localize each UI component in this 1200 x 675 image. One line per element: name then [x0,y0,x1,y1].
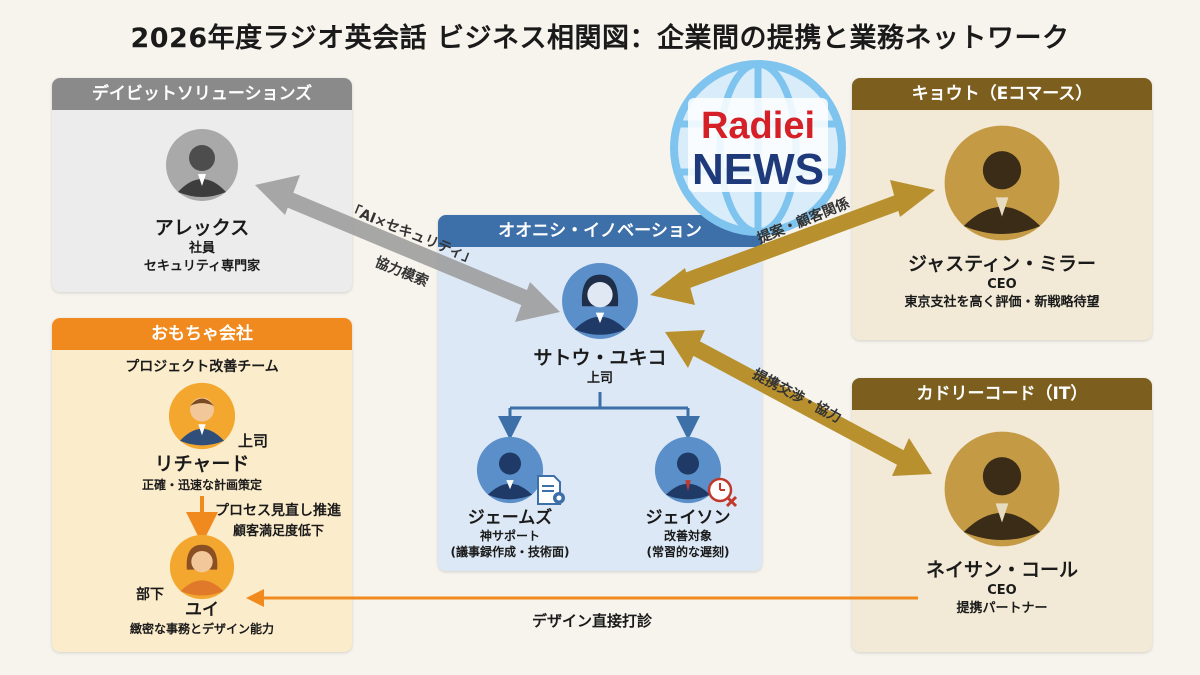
arrow-sato-nathan [665,330,932,476]
avatar-male-icon [168,382,236,450]
person-role: 改善対象 [663,529,712,543]
avatar-male-icon [654,436,722,504]
person-name: ジェームズ [467,508,553,528]
avatar-male-icon [944,125,1060,241]
person-description: 東京支社を高く評価・新戦略待望 [904,295,1100,310]
document-gear-icon [537,475,565,505]
person-james: ジェームズ 神サポート (議事録作成・技術面) [430,436,590,560]
radiei-news-logo [670,60,846,236]
person-role: CEO [987,277,1017,292]
person-role: 神サポート [479,529,540,543]
avatar-male-icon [944,431,1060,547]
avatar-male-icon [166,129,238,201]
richard-role-label: 上司 [238,432,269,450]
avatar-female-icon [562,263,638,339]
late-clock-icon [707,477,738,508]
person-role: 上司 [586,371,613,386]
person-name: ジェイソン [645,508,731,528]
logo-text-news: NEWS [692,145,824,194]
arrow-nathan-yui [246,589,918,607]
person-richard: リチャード 正確・迅速な計画策定 [112,382,292,494]
org-tree-lines [498,392,700,440]
person-yui: ユイ 緻密な事務とデザイン能力 [112,534,292,638]
person-nathan-cole: ネイサン・コール CEO 提携パートナー [852,430,1152,618]
yui-role-label: 部下 [136,587,164,603]
avatar-male-icon [476,436,544,504]
panel-header: キョウト（Eコマース） [852,78,1152,110]
person-description: 提携パートナー [956,601,1048,616]
person-alex: アレックス 社員 セキュリティ専門家 [112,128,292,276]
person-name: ユイ [185,600,219,620]
relation-label-process: プロセス見直し推進 [215,503,341,519]
person-sato-yukiko: サトウ・ユキコ 上司 [510,262,690,388]
person-name: ジャスティン・ミラー [908,253,1096,275]
relation-label-design: デザイン直接打診 [532,612,653,630]
logo-text-radiei: Radiei [701,105,815,147]
team-label: プロジェクト改善チーム [125,359,279,375]
person-justin-miller: ジャスティン・ミラー CEO 東京支社を高く評価・新戦略待望 [852,124,1152,312]
person-name: リチャード [154,453,250,475]
arrow-sato-justin [650,180,935,305]
person-description: 正確・迅速な計画策定 [141,478,262,492]
person-description: (議事録作成・技術面) [450,545,570,559]
panel-header: カドリーコード（IT） [852,378,1152,410]
person-name: サトウ・ユキコ [533,347,667,369]
person-description: (常習的な遅刻) [646,545,730,559]
relation-label-satisfaction: 顧客満足度低下 [233,524,325,539]
arrow-alex-sato [255,175,560,322]
panel-header: デイビットソリューションズ [52,78,352,110]
person-jason: ジェイソン 改善対象 (常習的な遅刻) [608,436,768,560]
panel-header: おもちゃ会社 [52,318,352,350]
person-name: ネイサン・コール [925,559,1078,581]
person-name: アレックス [154,217,250,239]
person-role: CEO [987,583,1017,598]
person-role: 社員 [188,241,215,256]
person-description: 緻密な事務とデザイン能力 [129,622,274,636]
relation-label-partnership: 提携交渉・協力 [750,366,845,427]
page-title: 2026年度ラジオ英会話 ビジネス相関図：企業間の提携と業務ネットワーク [130,23,1070,54]
person-description: セキュリティ専門家 [143,259,261,274]
avatar-female-icon [169,534,235,600]
